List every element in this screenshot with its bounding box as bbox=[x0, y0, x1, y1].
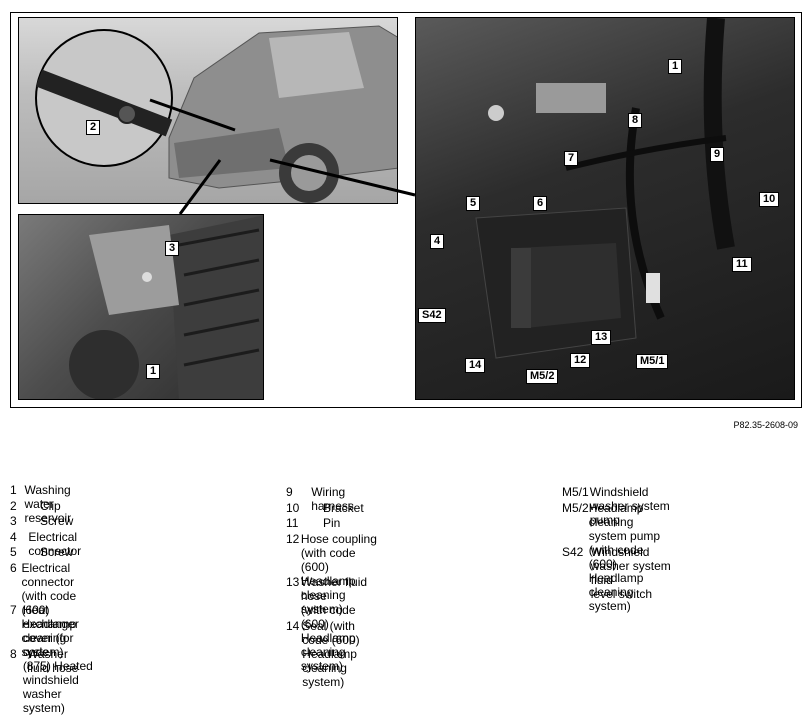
legend-text: Electrical connector (with code (600) He… bbox=[21, 561, 77, 659]
callout-6: 6 bbox=[533, 196, 548, 211]
legend-text: Bracket bbox=[323, 501, 364, 515]
legend-item: 10 Bracket bbox=[286, 501, 364, 515]
legend-number: M5/2 bbox=[562, 501, 589, 515]
legend-number: 11 bbox=[286, 516, 299, 530]
legend-text: Pin bbox=[323, 516, 341, 530]
bumper-area-photo bbox=[18, 214, 264, 400]
callout-2: 2 bbox=[86, 120, 101, 135]
callout-1-lower: 1 bbox=[146, 364, 161, 379]
legend-text: Washer fluid hose (with code (600) Headl… bbox=[300, 575, 368, 673]
legend-number: 8 bbox=[10, 647, 17, 661]
legend-number: 6 bbox=[10, 561, 17, 575]
legend-number: 1 bbox=[10, 483, 17, 497]
legend-text: Washer fluid hose bbox=[26, 647, 79, 675]
legend-number: 7 bbox=[10, 603, 17, 617]
legend-item: 2 Clip bbox=[10, 499, 61, 513]
legend-number: 13 bbox=[286, 575, 300, 589]
vehicle-photo bbox=[18, 17, 398, 204]
figure-code: P82.35-2608-09 bbox=[733, 420, 798, 430]
callout-9: 9 bbox=[710, 147, 725, 162]
callout-m5-2: M5/2 bbox=[526, 369, 559, 384]
callout-13: 13 bbox=[591, 330, 612, 345]
legend-number: 10 bbox=[286, 501, 300, 515]
legend-text: Wiring harness bbox=[311, 485, 354, 513]
legend-item: 1 Washing water reservoir bbox=[10, 483, 87, 525]
legend-number: 4 bbox=[10, 530, 17, 544]
callout-7: 7 bbox=[564, 151, 579, 166]
legend-number: 3 bbox=[10, 514, 17, 528]
legend-number: 9 bbox=[286, 485, 293, 499]
callout-m5-1: M5/1 bbox=[636, 354, 669, 369]
legend-text: Screw bbox=[40, 545, 74, 559]
legend-number: 2 bbox=[10, 499, 17, 513]
callout-3: 3 bbox=[165, 241, 180, 256]
legend-text: Seal (with code (600) Headlamp cleaning … bbox=[302, 619, 360, 689]
callout-s42: S42 bbox=[418, 308, 446, 323]
callout-1: 1 bbox=[668, 59, 683, 74]
legend-number: S42 bbox=[562, 545, 584, 559]
legend-text: Washing water reservoir bbox=[24, 483, 72, 525]
legend-item: 11 Pin bbox=[286, 516, 340, 530]
legend-item: 8 Washer fluid hose bbox=[10, 647, 81, 675]
callout-12: 12 bbox=[570, 353, 591, 368]
legend-number: 12 bbox=[286, 532, 300, 546]
legend-number: 5 bbox=[10, 545, 17, 559]
callout-11: 11 bbox=[732, 257, 752, 272]
legend-number: 14 bbox=[286, 619, 300, 633]
legend-item: S42 Windshield washer system fluid level … bbox=[562, 545, 677, 601]
legend-text: Screw bbox=[40, 514, 74, 528]
callout-10: 10 bbox=[759, 192, 780, 207]
legend-text: Headlamp cleaning system pump (with code… bbox=[588, 501, 661, 613]
legend-text: Windshield washer system pump bbox=[589, 485, 670, 527]
legend-item: 4 Electrical connector bbox=[10, 530, 93, 558]
legend-text: Clip bbox=[40, 499, 61, 513]
callout-5: 5 bbox=[466, 196, 481, 211]
legend-item: 6 Electrical connector (with code (600) H… bbox=[10, 561, 95, 659]
callout-8: 8 bbox=[628, 113, 643, 128]
callout-4: 4 bbox=[430, 234, 445, 249]
legend-number: M5/1 bbox=[562, 485, 589, 499]
legend-text: Electrical connector bbox=[28, 530, 82, 558]
legend-item: 3 Screw bbox=[10, 514, 73, 528]
legend-item: 5 Screw bbox=[10, 545, 73, 559]
callout-14: 14 bbox=[465, 358, 486, 373]
leader-lines bbox=[149, 98, 416, 215]
legend-text: Windshield washer system fluid level swi… bbox=[590, 545, 671, 601]
legend-text: Hose coupling (with code (600) Headlamp … bbox=[300, 532, 377, 616]
legend-item: 9 Wiring harness bbox=[286, 485, 366, 513]
